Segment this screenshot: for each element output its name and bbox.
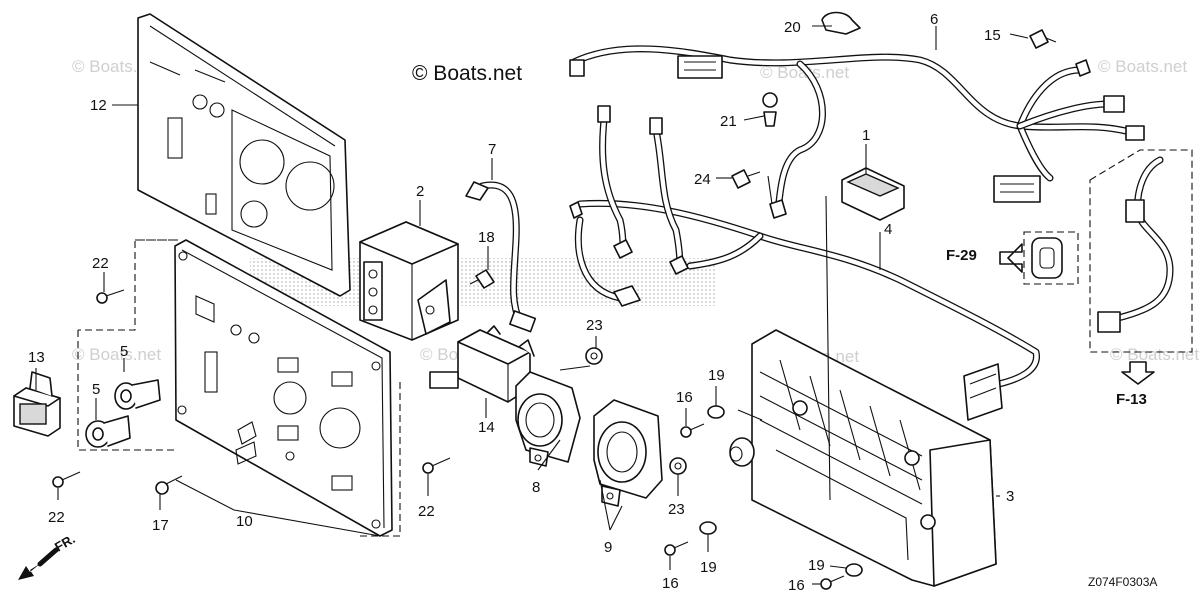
part-22-screw-2 xyxy=(52,471,81,488)
part-9-receptacle xyxy=(593,399,663,507)
callout-20: 20 xyxy=(784,19,801,36)
part-10-front-panel xyxy=(174,239,393,537)
part-20-clamp xyxy=(821,11,861,35)
callout-19: 19 xyxy=(708,367,725,384)
part-5-fuse-holder-2 xyxy=(85,415,131,448)
callout-21: 21 xyxy=(720,113,737,130)
part-14-breaker xyxy=(429,325,535,403)
callout-17: 17 xyxy=(152,517,169,534)
part-12-panel-label xyxy=(137,13,351,297)
grommet-f29 xyxy=(999,231,1079,285)
part-4-main-harness xyxy=(569,105,1040,421)
callout-8: 8 xyxy=(532,479,540,496)
panel-outline xyxy=(77,239,401,537)
part-24-bolt xyxy=(731,169,761,189)
arrow-f13 xyxy=(1121,361,1155,385)
callout-7: 7 xyxy=(488,141,496,158)
part-19-washer-2 xyxy=(699,521,717,535)
ref-f13: F-13 xyxy=(1116,391,1147,408)
part-18-screw xyxy=(469,269,495,289)
part-3-inverter xyxy=(729,329,997,587)
part-16-bolt xyxy=(680,423,705,438)
part-5-fuse-holder xyxy=(114,379,161,410)
callout-12: 12 xyxy=(90,97,107,114)
callout-labels: 1 2 3 4 5 5 6 7 8 9 10 12 13 14 15 16 16… xyxy=(28,11,1014,594)
callout-6: 6 xyxy=(930,11,938,28)
part-19-washer-3 xyxy=(845,563,863,577)
callout-19: 19 xyxy=(700,559,717,576)
part-22-screw-3 xyxy=(422,457,451,474)
callout-3: 3 xyxy=(1006,488,1014,505)
front-direction-arrow: FR. xyxy=(18,531,78,580)
callout-19: 19 xyxy=(808,557,825,574)
part-16-bolt-3 xyxy=(820,575,845,590)
watermark: © Boats.net xyxy=(72,345,161,364)
callout-24: 24 xyxy=(694,171,711,188)
part-19-washer xyxy=(707,405,725,419)
callout-15: 15 xyxy=(984,27,1001,44)
sub-harness-f13 xyxy=(1089,149,1193,353)
callout-1: 1 xyxy=(862,127,870,144)
callout-5: 5 xyxy=(120,343,128,360)
leader-lines xyxy=(35,25,1029,585)
part-7-ground-wire xyxy=(465,181,537,333)
callout-22: 22 xyxy=(418,503,435,520)
callout-16: 16 xyxy=(788,577,805,594)
part-13-switch xyxy=(13,371,61,437)
callout-23: 23 xyxy=(668,501,685,518)
callout-22: 22 xyxy=(92,255,109,272)
callout-23: 23 xyxy=(586,317,603,334)
part-16-bolt-2 xyxy=(664,541,689,556)
part-1-connector xyxy=(841,167,905,221)
callout-10: 10 xyxy=(236,513,253,530)
part-21-screw xyxy=(762,92,778,127)
part-17-screw xyxy=(155,475,183,495)
callout-14: 14 xyxy=(478,419,495,436)
callout-2: 2 xyxy=(416,183,424,200)
copyright-text: © Boats.net xyxy=(412,62,522,85)
callout-4: 4 xyxy=(884,221,892,238)
callout-16: 16 xyxy=(676,389,693,406)
ref-f29: F-29 xyxy=(946,247,977,264)
drawing-code: Z074F0303A xyxy=(1088,575,1157,589)
callout-18: 18 xyxy=(478,229,495,246)
callout-16: 16 xyxy=(662,575,679,592)
part-2-control-box xyxy=(359,221,459,341)
callout-22: 22 xyxy=(48,509,65,526)
part-8-receptacle xyxy=(515,371,581,467)
callout-5: 5 xyxy=(92,381,100,398)
watermark: © Boats.net xyxy=(1110,345,1199,364)
watermark: © Boats.net xyxy=(1098,57,1187,76)
part-6-upper-harness xyxy=(569,45,1145,219)
part-15-bolt xyxy=(1029,29,1057,49)
callout-13: 13 xyxy=(28,349,45,366)
part-23-nut-2 xyxy=(669,457,687,475)
part-23-nut xyxy=(585,347,603,365)
part-22-screw xyxy=(96,289,125,304)
callout-9: 9 xyxy=(604,539,612,556)
